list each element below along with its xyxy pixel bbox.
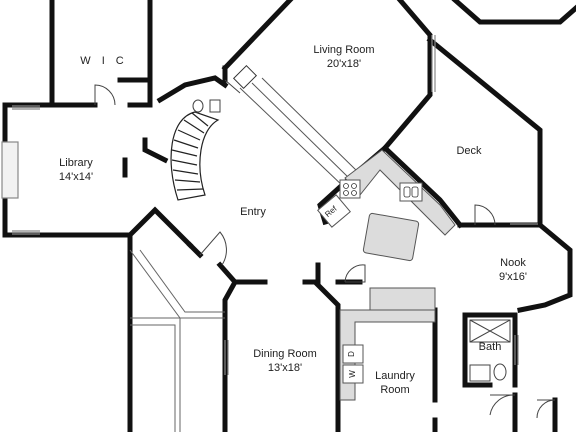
room-label-bath: Bath — [479, 340, 502, 354]
fireplace-icon — [232, 64, 258, 90]
room-label-living-room: Living Room 20'x18' — [313, 43, 374, 71]
laundry-counters — [339, 287, 436, 401]
dining-builtin — [129, 249, 225, 432]
room-name: Bath — [478, 341, 502, 353]
room-label-laundry-room: Laundry Room — [365, 369, 425, 397]
room-name: Deck — [456, 145, 482, 157]
powder-fixture-icon — [192, 99, 221, 113]
bath-fixtures — [469, 319, 511, 382]
dryer-label: D — [346, 351, 356, 357]
room-label-library: Library 14'x14' — [59, 156, 93, 184]
doors — [94, 79, 556, 419]
room-dimensions: 9'x16' — [498, 271, 528, 283]
room-name: Dining Room — [253, 348, 317, 360]
gallery-corridor — [239, 77, 359, 189]
washer-label: W — [347, 370, 357, 378]
room-label-dining-room: Dining Room 13'x18' — [253, 347, 317, 375]
kitchen — [317, 149, 456, 262]
room-name: Library — [59, 157, 93, 169]
room-label-entry: Entry — [240, 205, 266, 219]
room-name: W I C — [80, 55, 128, 67]
room-name: Laundry Room — [375, 370, 415, 396]
room-label-deck: Deck — [456, 144, 481, 158]
room-dimensions: 14'x14' — [58, 171, 94, 183]
sink-icon — [403, 186, 419, 198]
room-name: Entry — [240, 206, 266, 218]
spiral-staircase — [170, 111, 220, 201]
stove-icon — [343, 183, 357, 196]
room-dimensions: 13'x18' — [267, 362, 303, 374]
room-label-wic: W I C — [80, 54, 128, 68]
room-name: Nook — [500, 257, 526, 269]
room-name: Living Room — [313, 44, 375, 56]
room-dimensions: 20'x18' — [326, 58, 362, 70]
windows — [1, 35, 538, 375]
room-label-nook: Nook 9'x16' — [499, 256, 527, 284]
